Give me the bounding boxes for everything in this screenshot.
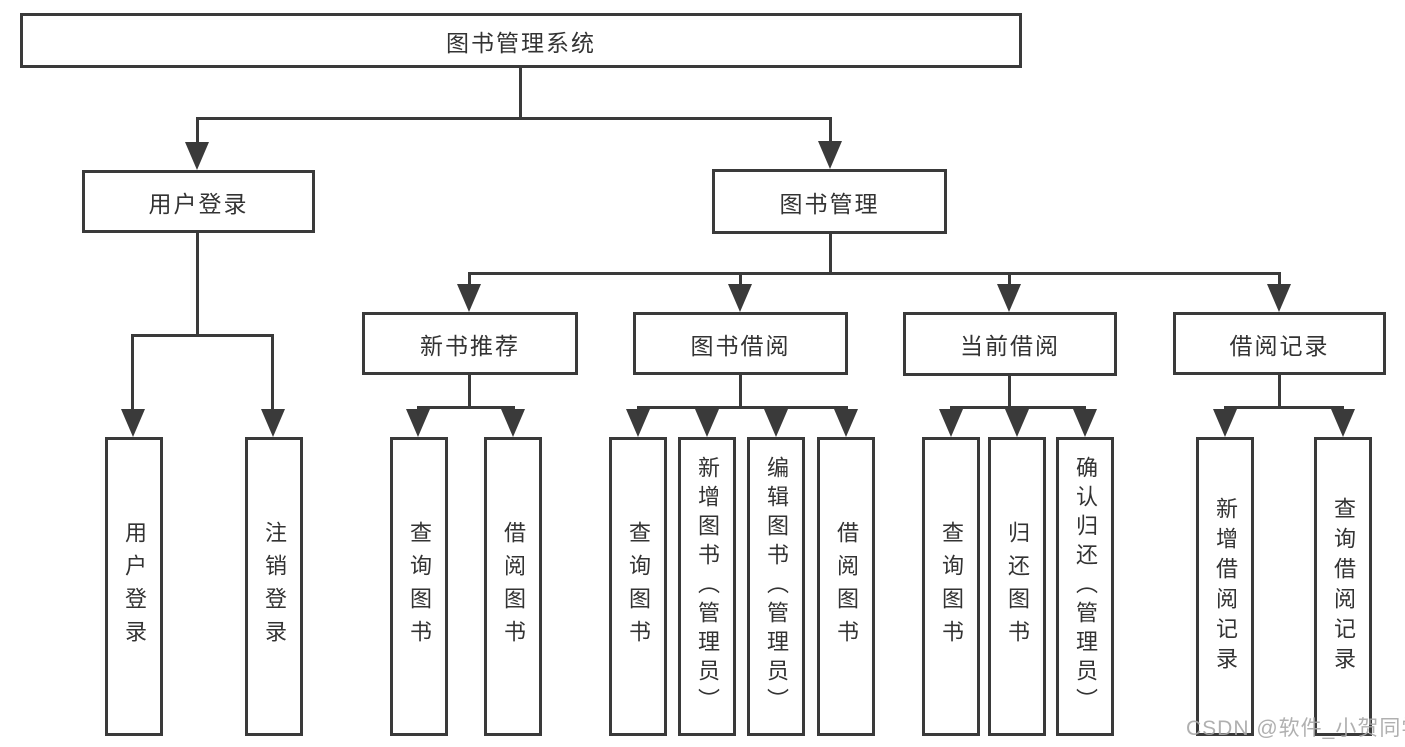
arrowhead-down-icon xyxy=(1213,409,1237,437)
node-label: 图书管理系统 xyxy=(446,29,596,56)
arrowhead-down-icon xyxy=(728,284,752,312)
leaf-logout: 注销登录 xyxy=(245,437,303,736)
arrowhead-down-icon xyxy=(818,141,842,169)
node-label: 用户登录 xyxy=(122,520,147,653)
leaf-query-books-borrow: 查询图书 xyxy=(609,437,667,736)
node-current-borrow: 当前借阅 xyxy=(903,312,1117,376)
connector-vline xyxy=(196,117,199,145)
connector-hline xyxy=(637,406,848,409)
connector-hline xyxy=(468,272,1281,275)
connector-vline xyxy=(468,272,471,286)
node-label: 借阅图书 xyxy=(501,520,526,653)
node-label: 查询图书 xyxy=(939,520,964,653)
arrowhead-down-icon xyxy=(185,142,209,170)
node-borrow-records: 借阅记录 xyxy=(1173,312,1386,375)
connector-vline xyxy=(1278,272,1281,286)
node-book-management: 图书管理 xyxy=(712,169,947,234)
connector-vline xyxy=(271,334,274,411)
node-label: 图书借阅 xyxy=(690,332,791,359)
arrowhead-down-icon xyxy=(695,409,719,437)
node-root-library-system: 图书管理系统 xyxy=(20,13,1022,68)
node-label: 新书推荐 xyxy=(420,332,520,359)
node-new-book-recommend: 新书推荐 xyxy=(362,312,578,375)
arrowhead-down-icon xyxy=(121,409,145,437)
leaf-confirm-return-admin: 确认归还（管理员） xyxy=(1056,437,1114,736)
node-label: 借阅图书 xyxy=(834,520,859,653)
node-label: 查询图书 xyxy=(626,520,651,653)
node-label: 新增图书（管理员） xyxy=(695,456,720,717)
arrowhead-down-icon xyxy=(834,409,858,437)
node-label: 当前借阅 xyxy=(960,333,1060,359)
leaf-add-book-admin: 新增图书（管理员） xyxy=(678,437,736,736)
connector-vline xyxy=(1008,272,1011,286)
connector-vline xyxy=(131,334,134,411)
connector-vline xyxy=(196,233,199,336)
connector-vline xyxy=(519,68,522,118)
csdn-watermark: CSDN @软件_小贺同学 xyxy=(1186,717,1405,740)
arrowhead-down-icon xyxy=(1005,409,1029,437)
arrowhead-down-icon xyxy=(501,409,525,437)
connector-vline xyxy=(829,234,832,274)
node-label: 注销登录 xyxy=(262,520,287,653)
leaf-add-borrow-record: 新增借阅记录 xyxy=(1196,437,1254,736)
arrowhead-down-icon xyxy=(457,284,481,312)
arrowhead-down-icon xyxy=(406,409,430,437)
node-label: 编辑图书（管理员） xyxy=(764,456,789,717)
leaf-user-login: 用户登录 xyxy=(105,437,163,736)
node-label: 归还图书 xyxy=(1005,520,1030,653)
node-label: 用户登录 xyxy=(148,190,249,217)
node-label: 查询图书 xyxy=(407,520,432,653)
connector-hline xyxy=(1224,406,1344,409)
arrowhead-down-icon xyxy=(1267,284,1291,312)
connector-vline xyxy=(829,117,832,145)
connector-hline xyxy=(950,406,1086,409)
leaf-query-borrow-record: 查询借阅记录 xyxy=(1314,437,1372,736)
leaf-return-book: 归还图书 xyxy=(988,437,1046,736)
leaf-borrow-books-recommend: 借阅图书 xyxy=(484,437,542,736)
arrowhead-down-icon xyxy=(1331,409,1355,437)
connector-hline xyxy=(417,406,515,409)
connector-vline xyxy=(739,272,742,286)
leaf-query-books-recommend: 查询图书 xyxy=(390,437,448,736)
connector-hline xyxy=(131,334,274,337)
arrowhead-down-icon xyxy=(997,284,1021,312)
arrowhead-down-icon xyxy=(261,409,285,437)
leaf-edit-book-admin: 编辑图书（管理员） xyxy=(747,437,805,736)
node-label: 图书管理 xyxy=(779,190,880,217)
connector-hline xyxy=(197,117,832,120)
leaf-query-books-current: 查询图书 xyxy=(922,437,980,736)
connector-vline xyxy=(1278,375,1281,408)
node-label: 确认归还（管理员） xyxy=(1073,456,1098,717)
arrowhead-down-icon xyxy=(939,409,963,437)
connector-vline xyxy=(1008,376,1011,408)
arrowhead-down-icon xyxy=(764,409,788,437)
arrowhead-down-icon xyxy=(626,409,650,437)
node-label: 新增借阅记录 xyxy=(1213,496,1238,677)
arrowhead-down-icon xyxy=(1073,409,1097,437)
leaf-borrow-books: 借阅图书 xyxy=(817,437,875,736)
connector-vline xyxy=(468,375,471,408)
node-label: 查询借阅记录 xyxy=(1331,496,1356,677)
node-user-login: 用户登录 xyxy=(82,170,315,233)
node-book-borrow: 图书借阅 xyxy=(633,312,848,375)
node-label: 借阅记录 xyxy=(1229,332,1330,359)
connector-vline xyxy=(739,375,742,408)
